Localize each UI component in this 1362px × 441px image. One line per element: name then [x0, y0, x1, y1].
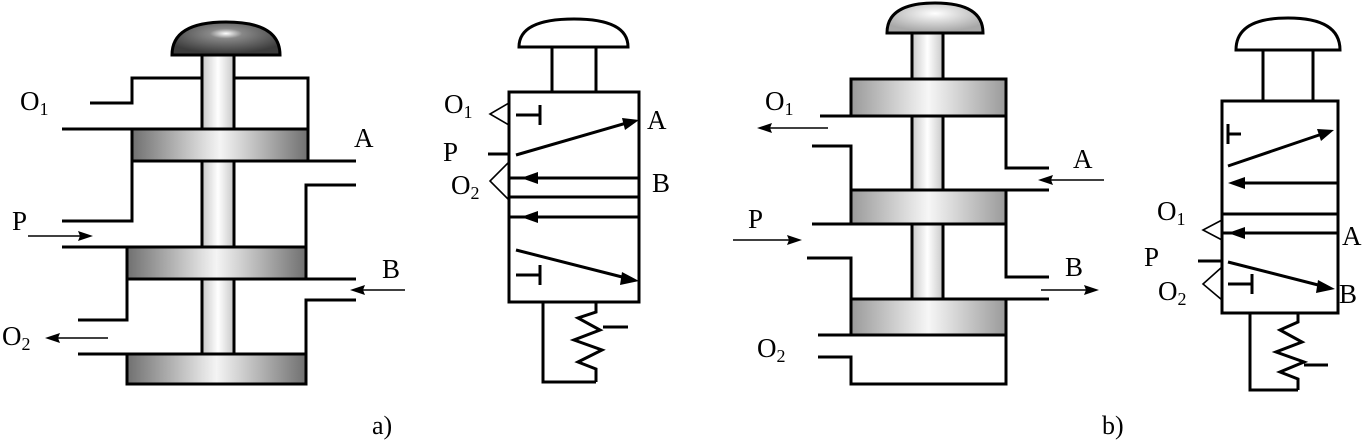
label-b-sym-a: B [652, 168, 670, 198]
label-a-b: A [1073, 144, 1093, 174]
flow-arrow-a-in [1038, 175, 1104, 185]
symbol-body-b [1220, 99, 1340, 315]
section-view-a: O1 A P B O2 [2, 20, 405, 386]
label-o2-a: O2 [2, 321, 31, 354]
spool-land-b-3 [849, 297, 1008, 337]
flow-arrow-b-in [350, 285, 405, 295]
symbol-a: O1 A P O2 B [443, 17, 670, 384]
stem-a [200, 53, 236, 357]
label-o1-b: O1 [765, 86, 794, 119]
label-o2-sym-a: O2 [451, 170, 480, 203]
knob-b [885, 1, 985, 35]
flow-arrow-p-in-b [733, 235, 802, 245]
label-p-a: P [12, 206, 27, 236]
section-view-b: O1 A P B O2 [733, 1, 1104, 386]
label-o2-b: O2 [757, 333, 786, 366]
label-p-sym-b: P [1144, 242, 1159, 272]
label-b-b: B [1065, 252, 1083, 282]
spool-land-a-3 [125, 352, 308, 386]
spool-land-b-1 [849, 77, 1008, 118]
symbol-b: O1 A P O2 B [1144, 16, 1362, 392]
label-o2-sym-b: O2 [1158, 276, 1187, 309]
label-a-sym-b: A [1342, 221, 1362, 251]
stem-b [910, 31, 945, 301]
spool-land-a-1 [130, 127, 310, 163]
label-a-a: A [354, 123, 374, 153]
spool-land-b-2 [849, 188, 1008, 226]
flow-arrow-p-in [28, 231, 93, 241]
label-a-sym-a: A [647, 105, 667, 135]
label-o1-sym-a: O1 [444, 89, 473, 122]
symbol-knob-a [517, 17, 630, 49]
symbol-knob-b [1234, 16, 1342, 52]
label-p-sym-a: P [443, 137, 458, 167]
flow-arrow-b-out [1041, 285, 1099, 295]
caption-b: b) [1102, 411, 1124, 440]
caption-a: a) [372, 411, 392, 440]
knob-a [170, 20, 282, 57]
label-b-a: B [382, 254, 400, 284]
spool-land-a-2 [125, 245, 308, 281]
label-o1-sym-b: O1 [1157, 196, 1186, 229]
flow-arrow-o2-out [45, 333, 108, 343]
label-b-sym-b: B [1339, 279, 1357, 309]
label-o1-a: O1 [20, 86, 49, 119]
label-p-b: P [748, 204, 763, 234]
flow-arrow-o1-out [757, 123, 828, 133]
